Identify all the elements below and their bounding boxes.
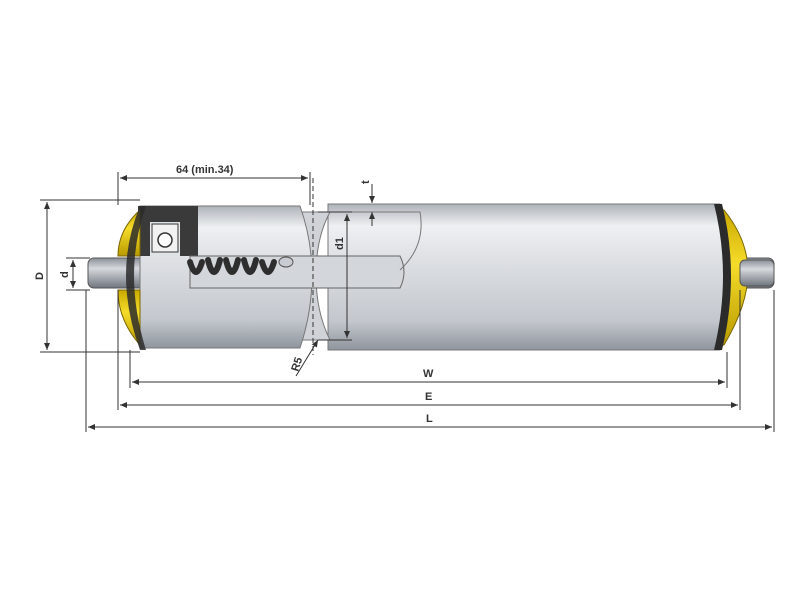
spring [187,257,277,275]
dim-groove-offset [117,172,311,205]
dim-tube-diameter [40,199,140,353]
bearing-housing [138,206,198,256]
dim-groove-diameter [318,211,352,341]
left-gasket [126,206,146,350]
dim-groove-radius [295,339,319,377]
dim-tube-length [129,350,728,388]
label-shaft-diameter: d [59,271,71,278]
label-groove-diameter: d1 [334,237,346,250]
dim-overall-length [85,290,775,432]
label-tube-length: W [423,368,434,380]
label-groove-radius: R5 [289,356,305,373]
label-between-frames: E [425,391,432,403]
label-overall-length: L [426,413,433,425]
cutaway-edge [330,211,422,271]
bearing-ball [157,232,173,248]
spring-retainer [278,256,294,268]
label-tube-diameter: D [34,272,46,280]
label-groove-offset: 64 (min.34) [176,164,234,176]
label-wall-thickness: t [360,180,372,184]
right-gasket [714,204,731,350]
right-shaft-stub [739,259,775,287]
dim-between-frames [117,290,741,410]
